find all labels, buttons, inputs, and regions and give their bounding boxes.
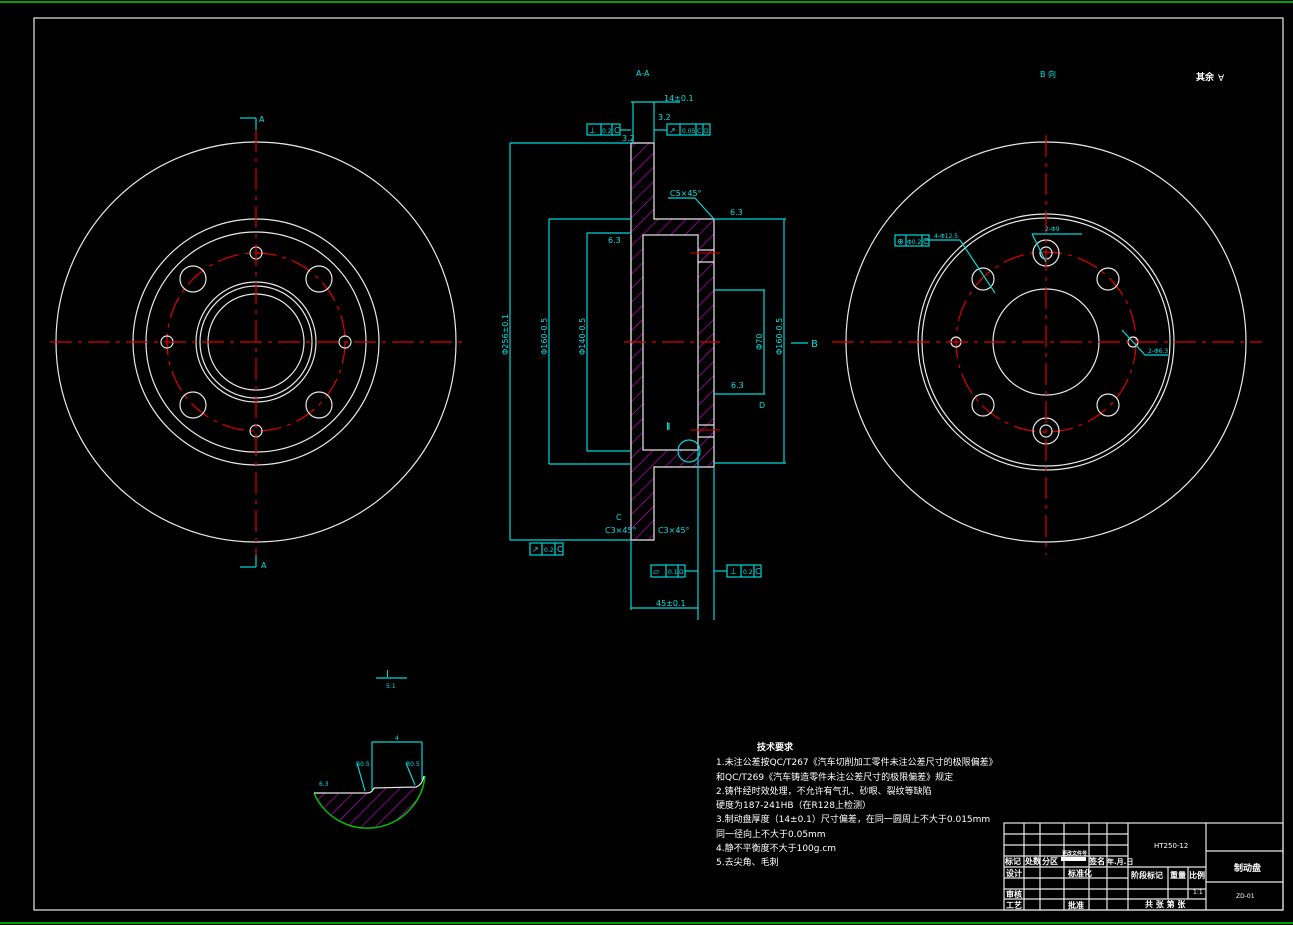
view-arrow-b: B [811, 339, 818, 350]
roughness-left: 3.2 [622, 134, 635, 143]
svg-text:⊥: ⊥ [589, 126, 596, 135]
dim-chamfer-bl: C3×45° [605, 526, 637, 535]
datum-c-label: C [616, 513, 622, 522]
material: HT250-12 [1154, 842, 1188, 850]
svg-text:D: D [704, 128, 709, 135]
svg-text:▱: ▱ [653, 567, 660, 576]
dim-outer-dia: Φ256±0.1 [501, 314, 510, 355]
tech-req-line: 1.未注公差按QC/T267《汽车切削加工零件未注公差尺寸的极限偏差》 [716, 756, 998, 768]
rev-header-sign: 签名 [1088, 856, 1105, 866]
rev-header-zone: 分区 [1042, 856, 1058, 866]
dim-chamfer-br: C3×45° [658, 526, 690, 535]
drawing-number: ZD-01 [1236, 893, 1255, 900]
sheets-label: 共 张 第 张 [1145, 899, 1186, 909]
tech-req-line: 和QC/T269《汽车铸造零件未注公差尺寸的极限偏差》规定 [716, 771, 953, 783]
svg-text:↗: ↗ [669, 126, 676, 135]
tech-req-line: 3.制动盘厚度（14±0.1）尺寸偏差，在同一圆周上不大于0.015mm [716, 813, 990, 825]
tech-req-line: 硬度为187-241HB（在R128上检测） [716, 799, 871, 811]
roughness-bore: 6.3 [608, 236, 621, 245]
svg-text:Φ0.2: Φ0.2 [907, 239, 921, 246]
technical-requirements: 技术要求 1.未注公差按QC/T267《汽车切削加工零件未注公差尺寸的极限偏差》… [716, 741, 998, 868]
review-label: 审核 [1006, 889, 1022, 899]
scale-label: 比例 [1189, 870, 1205, 880]
detail-title-mark: I [386, 669, 389, 680]
roughness-face: 6.3 [731, 381, 744, 390]
rev-header-count: 处数 [1024, 856, 1042, 866]
dim-height: 45±0.1 [656, 599, 686, 608]
stage-mark-label: 阶段标记 [1131, 870, 1163, 880]
standardize-label: 标准化 [1067, 868, 1092, 878]
tech-req-line: 5.去尖角、毛刺 [716, 856, 779, 868]
view-b-title: B 向 [1040, 69, 1056, 79]
roughness-hub: 6.3 [730, 208, 743, 217]
svg-text:C: C [557, 545, 563, 554]
detail-mark: I [666, 420, 669, 433]
part-name: 制动盘 [1234, 862, 1261, 874]
dim-hole-pos: 4-Φ12.5 [934, 233, 958, 240]
dim-dia3: Φ140-0.5 [578, 318, 587, 355]
detail-roughness: 6.3 [319, 781, 329, 788]
detail-r2: R0.5 [406, 761, 420, 768]
dim-thickness: 14±0.1 [664, 94, 694, 103]
tech-req-title: 技术要求 [757, 741, 794, 753]
svg-text:0.1: 0.1 [668, 569, 678, 576]
drawing-frame [33, 17, 1284, 911]
title-block: 标记 处数 分区 更改文件号 签名 年.月.日 设计 标准化 审核 工艺 批准 … [1003, 822, 1284, 911]
tech-req-line: 同一径向上不大于0.05mm [716, 828, 826, 840]
scale-value: 1:1 [1193, 889, 1203, 896]
detail-width: 4 [395, 735, 399, 742]
section-view: A-A B Φ256±0.1 Φ160-0.5 Φ140-0.5 Φ70 Φ16… [501, 69, 818, 620]
process-label: 工艺 [1006, 900, 1022, 910]
svg-text:C: C [697, 128, 701, 135]
design-label: 设计 [1006, 868, 1022, 878]
surface-rest-label: 其余 [1196, 71, 1215, 83]
tech-req-line: 4.静不平衡度不大于100g.cm [716, 842, 836, 854]
dim-dia4: Φ70 [755, 334, 764, 350]
svg-text:0.2: 0.2 [544, 547, 554, 554]
rev-header-file: 更改文件号 [1062, 850, 1087, 857]
svg-text:⊕: ⊕ [897, 237, 904, 246]
dim-chamfer-top: C5×45° [670, 189, 702, 198]
datum-d-label: D [759, 401, 765, 410]
svg-text:0.2: 0.2 [743, 569, 753, 576]
dim-hole-top: 2-Φ9 [1045, 226, 1060, 233]
svg-text:⊥: ⊥ [730, 567, 737, 576]
section-title: A-A [636, 69, 650, 78]
detail-scale: 5:1 [386, 683, 396, 690]
dim-dia2: Φ160-0.5 [540, 318, 549, 355]
rev-header-date: 年.月.日 [1107, 857, 1133, 866]
approve-label: 批准 [1068, 900, 1084, 910]
dim-hole-right: 2-Φ6.3 [1148, 348, 1168, 355]
svg-text:0.05: 0.05 [682, 128, 696, 135]
weight-label: 重量 [1170, 870, 1186, 880]
svg-text:↗: ↗ [532, 545, 539, 554]
detail-r1: R0.5 [356, 761, 370, 768]
roughness-symbol-icon: ∀ [1218, 74, 1225, 84]
svg-text:C: C [755, 567, 761, 576]
section-mark-bottom: A [261, 561, 267, 570]
svg-text:C: C [923, 237, 929, 246]
detail-view: I 5:1 4 R0.5 R0.5 6.3 [313, 669, 426, 829]
rev-header-mark: 标记 [1004, 856, 1021, 866]
svg-text:C: C [614, 126, 620, 135]
front-view: A A [50, 115, 465, 570]
svg-text:D: D [679, 569, 684, 576]
tech-req-line: 2.铸件经时效处理，不允许有气孔、砂眼、裂纹等缺陷 [716, 785, 932, 797]
dim-dia5: Φ160-0.5 [775, 318, 784, 355]
roughness-right: 3.2 [658, 113, 671, 122]
svg-text:0.2: 0.2 [602, 128, 612, 135]
section-mark-top: A [259, 115, 265, 124]
